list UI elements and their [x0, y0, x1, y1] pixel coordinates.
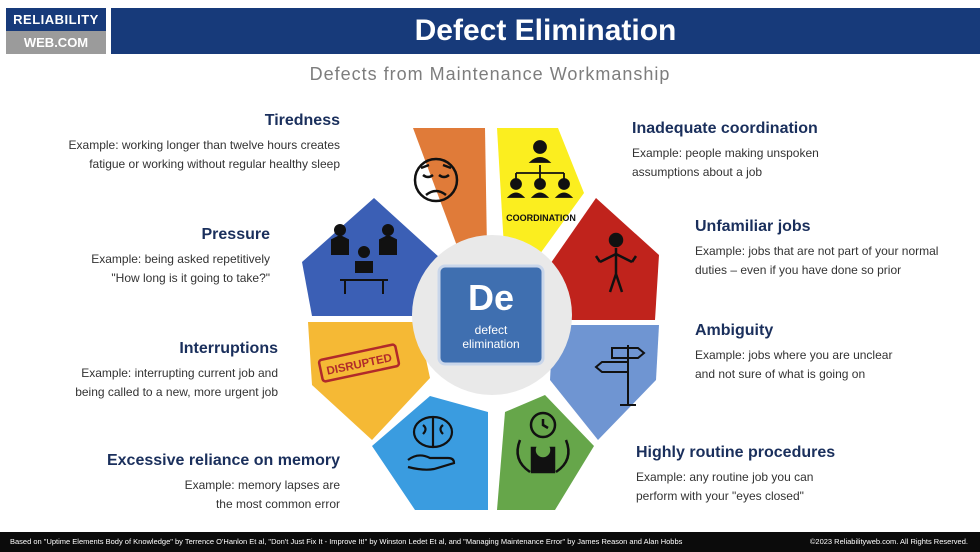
logo-line-2: WEB.COM	[6, 31, 106, 54]
routine-title: Highly routine procedures	[636, 444, 836, 461]
coordination-block: Inadequate coordination Example: people …	[632, 120, 952, 182]
ambiguity-example-line1: Example: jobs where you are unclear	[695, 348, 893, 362]
tiredness-title: Tiredness	[264, 112, 340, 129]
ambiguity-block: Ambiguity Example: jobs where you are un…	[695, 322, 975, 384]
coordination-example-line1: Example: people making unspoken	[632, 146, 819, 160]
interruptions-title: Interruptions	[179, 340, 278, 357]
routine-example-line1: Example: any routine job you can	[636, 470, 814, 484]
center-label-line2: elimination	[462, 337, 519, 351]
memory-example-line1: Example: memory lapses are	[184, 478, 340, 492]
unfamiliar-title: Unfamiliar jobs	[695, 218, 811, 235]
unfamiliar-block: Unfamiliar jobs Example: jobs that are n…	[695, 218, 975, 280]
center-label-line1: defect	[475, 323, 508, 337]
interruptions-block: Interruptions Example: interrupting curr…	[40, 340, 278, 402]
pressure-title: Pressure	[201, 226, 271, 243]
unfamiliar-example-line1: Example: jobs that are not part of your …	[695, 244, 939, 258]
signpost-icon	[594, 345, 646, 406]
org-chart-icon	[506, 140, 574, 198]
unfamiliar-example-line2: duties – even if you have done so prior	[695, 263, 902, 277]
page-subtitle: Defects from Maintenance Workmanship	[309, 64, 671, 84]
logo-line-1: RELIABILITY	[6, 8, 106, 31]
coordination-badge: COORDINATION	[506, 213, 576, 223]
reliabilityweb-logo: RELIABILITY WEB.COM	[6, 8, 106, 54]
segment-interruptions	[308, 322, 430, 440]
tiredness-block: Tiredness Example: working longer than t…	[40, 112, 340, 174]
segment-pressure	[302, 198, 440, 316]
coordination-title: Inadequate coordination	[632, 120, 818, 137]
segment-memory	[372, 396, 488, 510]
center-tile	[437, 264, 545, 366]
interruptions-example-line2: being called to a new, more urgent job	[75, 385, 278, 399]
brain-hand-icon	[407, 415, 456, 471]
footer-sources: Based on "Uptime Elements Body of Knowle…	[10, 537, 683, 546]
tired-face-icon	[413, 157, 459, 203]
ambiguity-example-line2: and not sure of what is going on	[695, 367, 866, 381]
pressure-block: Pressure Example: being asked repetitive…	[60, 226, 270, 288]
shrugging-person-icon	[594, 232, 638, 293]
center-symbol: De	[468, 277, 514, 318]
pressure-example-line2: "How long is it going to take?"	[111, 271, 270, 285]
footer-copyright: ©2023 Reliabilityweb.com. All Rights Res…	[809, 537, 968, 546]
ambiguity-title: Ambiguity	[695, 322, 774, 339]
coordination-example-line2: assumptions about a job	[632, 165, 763, 179]
segment-unfamiliar	[546, 198, 659, 320]
routine-example-line2: perform with your "eyes closed"	[636, 489, 804, 503]
tiredness-example-line1: Example: working longer than twelve hour…	[68, 138, 340, 152]
memory-block: Excessive reliance on memory Example: me…	[60, 452, 340, 514]
page-title: Defect Elimination	[111, 8, 980, 54]
interruptions-example-line1: Example: interrupting current job and	[81, 366, 278, 380]
pressure-people-icon	[331, 224, 397, 294]
memory-title: Excessive reliance on memory	[106, 452, 340, 469]
footer-bar: Based on "Uptime Elements Body of Knowle…	[0, 532, 980, 552]
segment-ambiguity	[550, 325, 659, 440]
routine-block: Highly routine procedures Example: any r…	[636, 444, 956, 506]
tiredness-example-line2: fatigue or working without regular healt…	[89, 157, 340, 171]
memory-example-line2: the most common error	[215, 497, 340, 511]
pressure-example-line1: Example: being asked repetitively	[91, 252, 270, 266]
routine-cycle-icon	[516, 411, 570, 474]
